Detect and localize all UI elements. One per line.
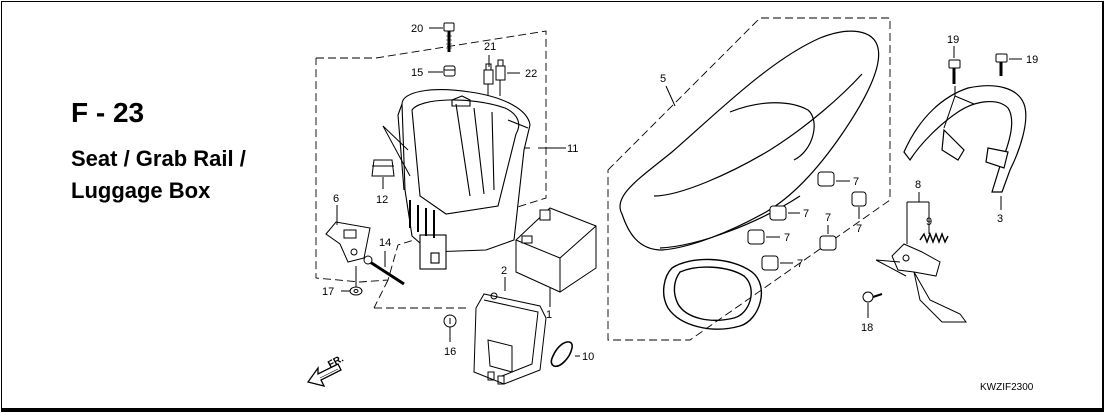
callout-1: 1 [546,309,552,321]
lock-spring-9 [919,232,949,244]
callout-10: 10 [582,351,594,363]
bolt-18 [862,291,883,303]
callout-17: 17 [322,286,334,298]
grab-rail [903,85,1027,193]
callout-16: 16 [444,346,456,358]
callout-22: 22 [525,68,537,80]
nut-17 [349,286,363,296]
callout-5: 5 [660,73,666,85]
bolt-16 [443,314,457,328]
luggage-box [397,89,531,270]
seat-base-ring [662,258,763,330]
callout-19-right: 19 [1026,54,1038,66]
callout-7-c: 7 [803,208,809,220]
figure-id: F - 23 [71,97,145,128]
drawing-code: KWZIF2300 [980,382,1034,393]
o-ring-10 [550,341,573,368]
callout-7-b: 7 [856,223,862,235]
battery-cover [473,292,547,385]
callout-3: 3 [997,213,1003,225]
callout-8: 8 [915,179,921,191]
callout-20: 20 [411,23,423,35]
callout-14: 14 [379,237,391,249]
callout-19-left: 19 [947,34,959,46]
bolt-19-left [948,59,961,84]
callout-labels: 20 21 15 22 11 12 6 14 17 2 1 16 10 5 7 … [322,23,1038,363]
seat-lock-latch [875,243,967,323]
luggage-box-group-outline [315,30,547,309]
callout-18: 18 [861,322,873,334]
callout-6: 6 [333,193,339,205]
callout-9: 9 [926,216,932,228]
callout-7-f: 7 [797,258,803,270]
grommet-15 [443,65,456,77]
seat-hinge-bracket [325,221,371,263]
front-direction-arrow [306,363,342,387]
callout-2: 2 [501,265,507,277]
figure-title-line-1: Seat / Grab Rail / [71,146,246,171]
figure-title-line-2: Luggage Box [71,178,211,203]
callout-7-e: 7 [825,212,831,224]
cushion-bumpers [747,171,867,271]
callout-12: 12 [376,194,388,206]
grommet-12 [371,159,395,177]
callout-7-d: 7 [784,232,790,244]
battery [515,207,597,293]
bolt-20 [443,22,455,52]
callout-15: 15 [411,67,423,79]
seat [619,30,880,251]
bolt-19-right [995,53,1008,76]
callout-11: 11 [567,143,578,155]
front-marker-label: FR. [326,353,346,370]
seat-group-outline [607,17,891,341]
lock-rod-14 [363,255,405,286]
fuse-holders [483,59,506,100]
callout-7-a: 7 [853,176,859,188]
callout-21: 21 [484,41,496,53]
